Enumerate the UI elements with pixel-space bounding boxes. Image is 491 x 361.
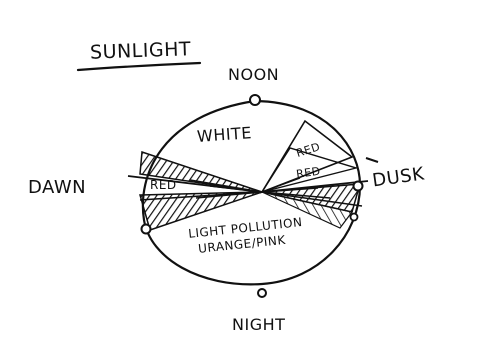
label-dawn: DAWN: [28, 177, 86, 198]
noon-marker: [250, 95, 260, 105]
label-noon: NOON: [228, 65, 279, 84]
label-white: WHITE: [196, 123, 252, 146]
dusk-tick: [366, 158, 378, 162]
title-underline: [78, 63, 200, 70]
title: SUNLIGHT: [90, 38, 192, 64]
dawn-marker: [142, 225, 151, 234]
dusk-marker: [354, 182, 363, 191]
night-marker: [258, 289, 266, 297]
dusk-lower-marker: [351, 214, 358, 221]
label-dusk: DUSK: [371, 163, 426, 191]
label-red-left: RED: [150, 178, 177, 192]
label-night: NIGHT: [232, 315, 285, 334]
